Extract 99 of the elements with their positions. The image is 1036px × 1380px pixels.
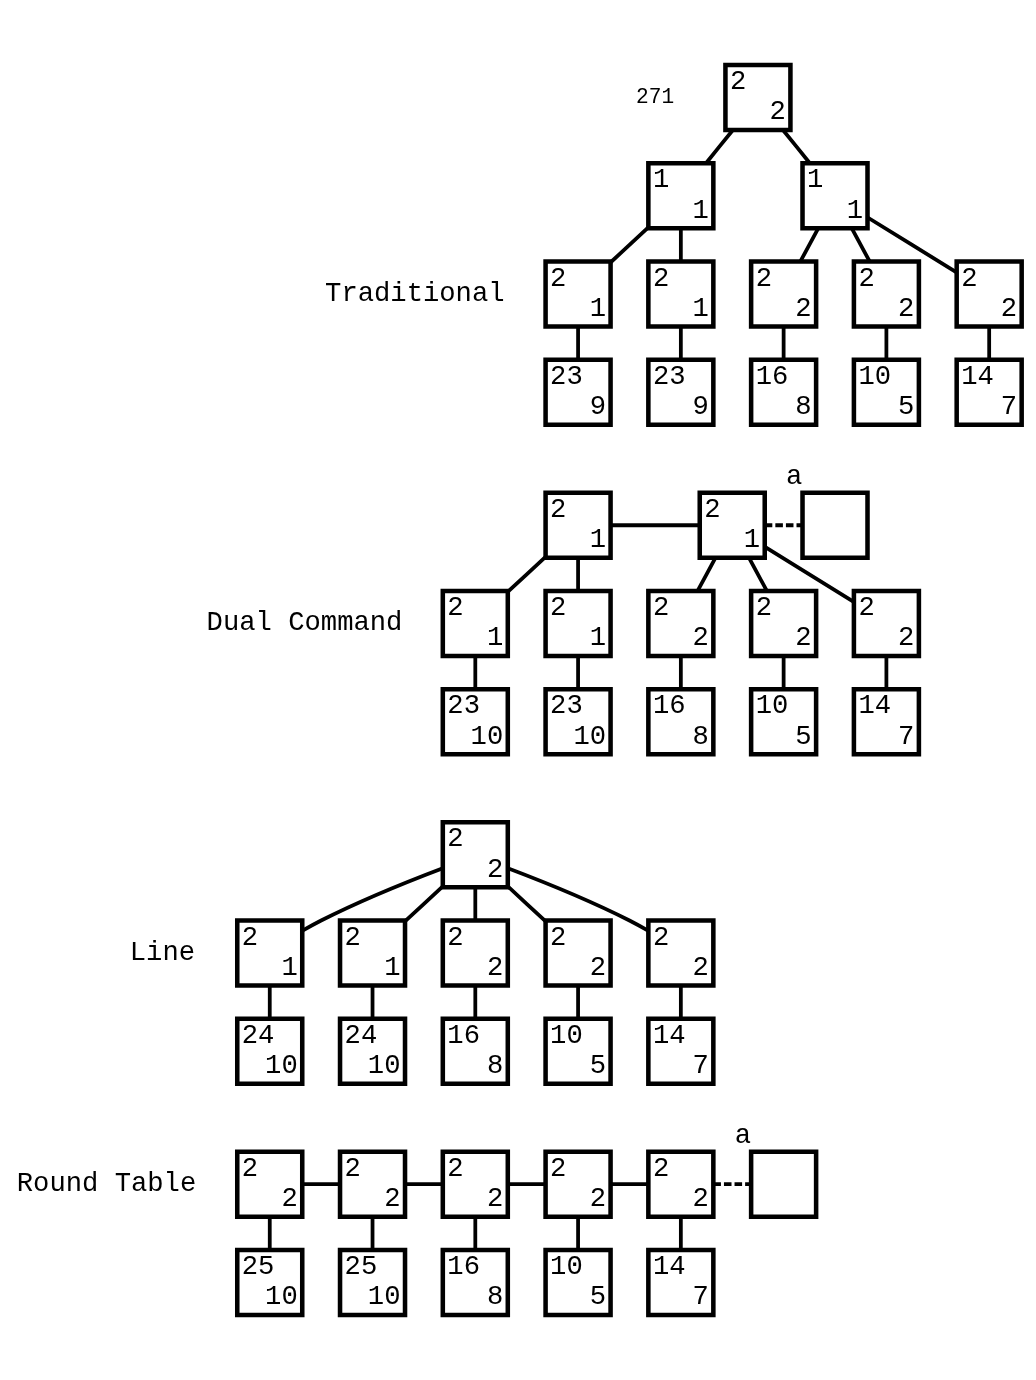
node-box: 23 9: [543, 357, 613, 427]
connector: [302, 1182, 340, 1187]
node-box: 23 10: [440, 686, 511, 757]
connector: [781, 129, 811, 164]
node-box: 2 1: [337, 918, 408, 988]
connector: [473, 985, 478, 1019]
node-box: 2 2: [748, 588, 819, 659]
node-box: 24 10: [235, 1016, 305, 1086]
connector: [678, 1216, 683, 1250]
node-box: 25 10: [235, 1247, 305, 1318]
connector: [370, 1216, 375, 1250]
node-box: 23 9: [646, 357, 716, 427]
node-box: [800, 490, 870, 560]
connector: [704, 129, 735, 164]
connector: [576, 985, 580, 1019]
node-box: 16 8: [440, 1016, 511, 1086]
connector: [473, 887, 478, 920]
connector: [987, 326, 992, 360]
node-box: 14 7: [851, 686, 922, 757]
connector: [678, 228, 683, 261]
node-label: a: [734, 1120, 751, 1152]
node-box: 2 2: [851, 259, 922, 329]
connector: [884, 656, 889, 689]
connector: [267, 1216, 272, 1250]
connector: [610, 1182, 648, 1187]
connector: [678, 656, 683, 689]
node-box: 2 2: [337, 1149, 408, 1219]
node-box: 14 7: [646, 1016, 716, 1086]
label: Round Table: [16, 1167, 197, 1199]
connector: [301, 866, 444, 933]
node-box: 2 2: [723, 62, 793, 133]
node-box: 2 2: [646, 588, 716, 659]
connector: [507, 1182, 546, 1187]
connector: [763, 545, 855, 604]
label: Traditional: [325, 277, 505, 309]
node-box: 16 8: [440, 1247, 511, 1318]
node-box: 25 10: [337, 1247, 408, 1318]
node-box: [748, 1149, 819, 1219]
connector: [678, 326, 683, 360]
node-box: 2 1: [697, 490, 767, 560]
node-box: 16 8: [748, 357, 819, 427]
node-box: 23 10: [543, 686, 613, 757]
connector: [405, 1182, 443, 1187]
connector: [473, 1216, 478, 1250]
connector: [799, 227, 820, 262]
node-box: 2 2: [646, 918, 716, 988]
connector: [781, 656, 786, 689]
node-box: 2 1: [440, 588, 511, 659]
connector: [866, 215, 958, 274]
node-box: 14 7: [954, 357, 1024, 427]
label: Line: [129, 936, 196, 968]
node-box: 2 1: [543, 588, 613, 659]
node-box: 2 2: [646, 1149, 716, 1219]
connector: [473, 656, 478, 689]
node-box: 10 5: [543, 1016, 613, 1086]
node-box: 16 8: [646, 686, 716, 757]
node-box: 2 2: [543, 1149, 613, 1219]
connector: [764, 523, 803, 528]
label: 271: [636, 85, 675, 110]
connector: [370, 985, 375, 1019]
node-box: 2 1: [543, 490, 613, 560]
node-box: 2 2: [440, 918, 511, 988]
node-box: 24 10: [337, 1016, 408, 1086]
connector: [506, 555, 547, 594]
connector: [713, 1182, 751, 1187]
connector: [884, 326, 889, 360]
connector: [850, 227, 872, 262]
connector: [747, 557, 769, 592]
node-box: 2 2: [851, 588, 922, 659]
node-box: 2 1: [543, 259, 613, 329]
node-box: 2 2: [440, 1149, 511, 1219]
node-box: 2 2: [235, 1149, 305, 1219]
connector: [576, 1216, 580, 1250]
connector: [610, 523, 700, 528]
node-box: 10 5: [748, 686, 819, 757]
node-box: 2 2: [440, 820, 511, 890]
node-box: 2 1: [646, 259, 716, 329]
connector: [267, 985, 272, 1019]
connector: [696, 557, 718, 592]
connector: [506, 885, 547, 923]
connector: [781, 326, 786, 360]
node-box: 10 5: [543, 1247, 613, 1318]
label: Dual Command: [206, 607, 403, 639]
node-label: a: [786, 461, 803, 493]
node-box: 1 1: [646, 161, 716, 231]
connector: [576, 656, 580, 689]
node-box: 2 2: [954, 259, 1024, 329]
connector: [403, 885, 445, 923]
node-box: 2 2: [543, 918, 613, 988]
node-box: 2 1: [235, 918, 305, 988]
node-box: 14 7: [646, 1247, 716, 1318]
connector: [678, 985, 683, 1019]
connector: [576, 326, 580, 360]
connector: [609, 226, 650, 264]
connector: [576, 557, 580, 591]
connector: [507, 866, 650, 933]
node-box: 1 1: [800, 161, 870, 231]
node-box: 2 2: [748, 259, 819, 329]
node-box: 10 5: [851, 357, 922, 427]
